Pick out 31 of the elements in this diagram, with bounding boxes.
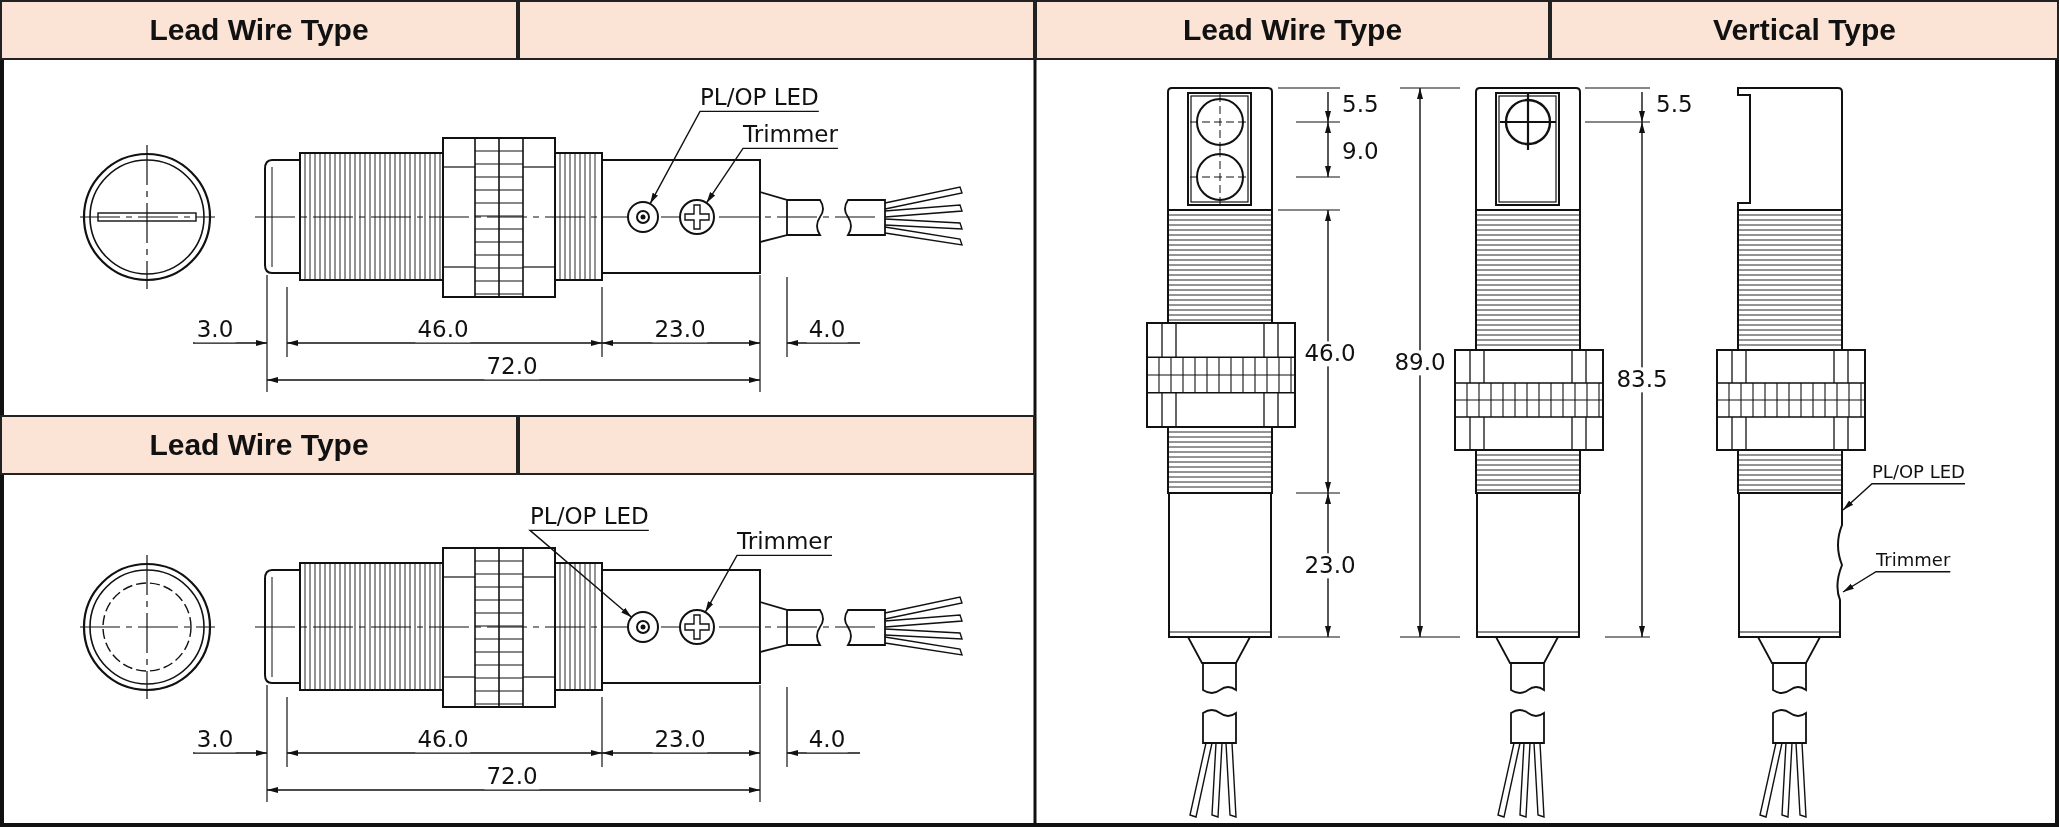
dimension-label: 4.0 [806, 317, 848, 343]
dimension-label: 46.0 [415, 317, 471, 343]
leader-line [1842, 571, 1951, 593]
table-header: Lead Wire Type [0, 0, 518, 60]
dimension-label: 46.0 [1302, 341, 1358, 367]
dimension-label: 72.0 [484, 764, 540, 790]
callout-label: Trimmer [743, 121, 838, 148]
dimension-label: 46.0 [415, 727, 471, 753]
callout-label: Trimmer [737, 528, 832, 555]
leader-line [1842, 483, 1966, 511]
trimmer-screw-icon [679, 609, 715, 645]
table-header: Vertical Type [1550, 0, 2059, 60]
dimension-label: 23.0 [652, 727, 708, 753]
leader-line [704, 554, 833, 613]
led-icon [627, 201, 659, 233]
leader-line [528, 529, 650, 618]
leader-line [649, 110, 820, 205]
callout-label: PL/OP LED [700, 84, 819, 111]
callout-label: PL/OP LED [1872, 462, 1965, 483]
dimension-label: 4.0 [806, 727, 848, 753]
leader-line [705, 147, 839, 204]
dimension-label: 72.0 [484, 354, 540, 380]
trimmer-screw-icon [679, 199, 715, 235]
dimension-label: 3.0 [194, 317, 236, 343]
table-header: Lead Wire Type [1035, 0, 1550, 60]
callout-label: Trimmer [1876, 550, 1951, 571]
callout-label: PL/OP LED [530, 503, 649, 530]
led-icon [627, 611, 659, 643]
dimension-label: 23.0 [652, 317, 708, 343]
table-header: Lead Wire Type [0, 415, 518, 475]
dimension-label: 3.0 [194, 727, 236, 753]
